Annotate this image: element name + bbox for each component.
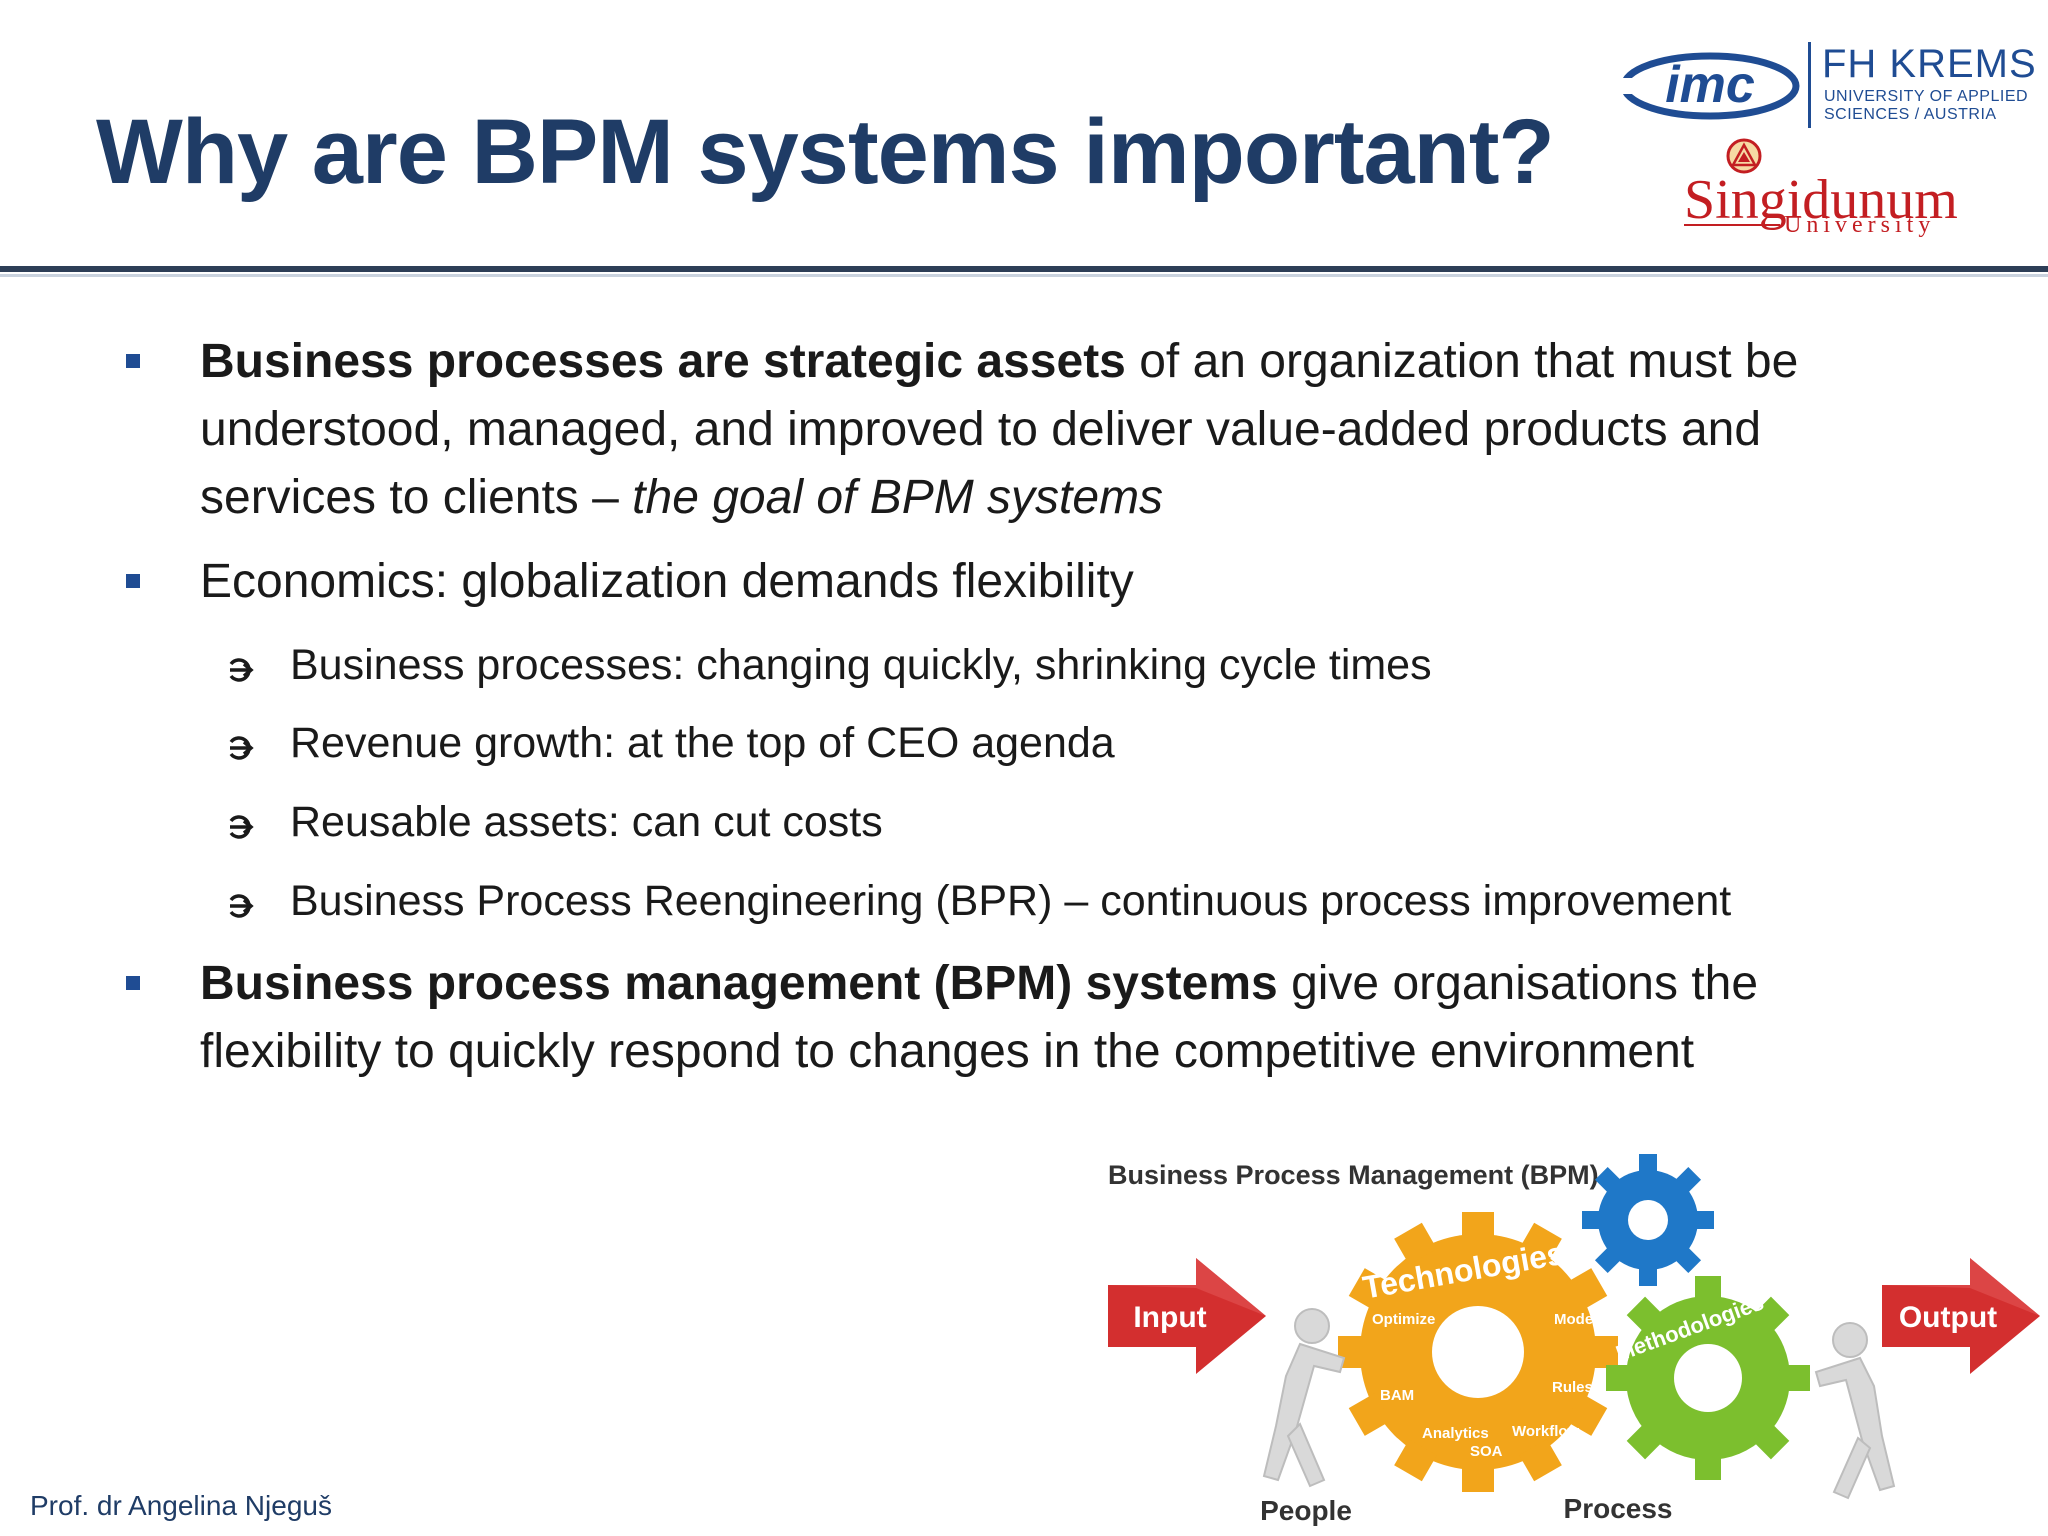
bullet-3-bold: Business process management (BPM) system… xyxy=(200,957,1278,1010)
bpm-diagram: Business Process Management (BPM) Input … xyxy=(1100,1140,2048,1536)
output-arrow: Output xyxy=(1882,1258,2040,1374)
gear-label-model: Model xyxy=(1554,1311,1597,1328)
bullet-3-text: give organisations the flexibility to qu… xyxy=(200,957,1759,1078)
gear-label-rules: Rules xyxy=(1552,1379,1593,1396)
sub-bullet-2: Revenue growth: at the top of CEO agenda xyxy=(290,719,1115,767)
singidunum-subtitle: University xyxy=(1784,212,1936,238)
input-label: Input xyxy=(1133,1301,1206,1334)
person-right-figure xyxy=(1814,1322,1896,1500)
green-gear: Methodologies xyxy=(1606,1276,1810,1480)
sub-bullet-3: Reusable assets: can cut costs xyxy=(290,798,883,846)
arrow-bullet-icon xyxy=(229,815,254,839)
header-rule xyxy=(0,266,2048,272)
input-arrow: Input xyxy=(1108,1258,1266,1374)
gear-label-soa: SOA xyxy=(1470,1443,1503,1460)
process-label: Process xyxy=(1564,1493,1673,1524)
gear-label-bam: BAM xyxy=(1380,1387,1414,1404)
arrow-bullet-icon xyxy=(229,736,254,760)
sub-bullet-1: Business processes: changing quickly, sh… xyxy=(290,641,1432,689)
header-rule-shadow xyxy=(0,274,2048,277)
person-left-figure xyxy=(1262,1308,1346,1488)
logos: imc FH KREMS UNIVERSITY OF APPLIED SCIEN… xyxy=(1610,30,2036,250)
imc-logo-text: imc xyxy=(1665,56,1755,114)
sub-bullet-4: Business Process Reengineering (BPR) – c… xyxy=(290,877,1732,925)
singidunum-underline xyxy=(1684,224,1780,226)
bullet-1: Business processes are strategic assets … xyxy=(200,328,1920,532)
bullet-3: Business process management (BPM) system… xyxy=(200,950,1920,1086)
fh-krems-name: FH KREMS xyxy=(1822,42,2037,86)
output-label: Output xyxy=(1899,1301,1997,1334)
footer-author: Prof. dr Angelina Njeguš xyxy=(30,1490,332,1521)
logo-divider xyxy=(1808,42,1811,128)
fh-krems-subtitle: UNIVERSITY OF APPLIED SCIENCES / AUSTRIA xyxy=(1824,88,2029,123)
bullet-2: Economics: globalization demands flexibi… xyxy=(200,555,1134,608)
arrow-bullet-icon xyxy=(229,894,254,918)
slide-title: Why are BPM systems important? xyxy=(96,101,1555,203)
gear-label-analytics: Analytics xyxy=(1422,1425,1489,1442)
bullet-square xyxy=(126,574,140,588)
blue-gear xyxy=(1582,1154,1714,1286)
orange-gear: Technologies Optimize Model BAM Rules An… xyxy=(1338,1212,1618,1492)
slide-header: Why are BPM systems important? imc FH KR… xyxy=(0,0,2048,268)
bullet-1-bold: Business processes are strategic assets xyxy=(200,335,1126,388)
bpm-diagram-graphic: Input Output xyxy=(1108,1154,2040,1526)
people-label: People xyxy=(1260,1495,1352,1526)
singidunum-name: Singidunum xyxy=(1684,169,1958,231)
imc-logo: imc xyxy=(1618,52,1800,120)
bullet-1-text: of an organization that must be understo… xyxy=(200,335,1799,524)
bullet-square xyxy=(126,976,140,990)
arrow-bullet-icon xyxy=(229,658,254,682)
singidunum-emblem xyxy=(1726,138,1762,174)
bullet-square xyxy=(126,354,140,368)
gear-label-optimize: Optimize xyxy=(1372,1311,1435,1328)
diagram-title: Business Process Management (BPM) xyxy=(1108,1160,1599,1190)
gear-label-workflow: Workflow xyxy=(1512,1423,1580,1440)
bullet-1-italic: the goal of BPM systems xyxy=(632,471,1164,524)
